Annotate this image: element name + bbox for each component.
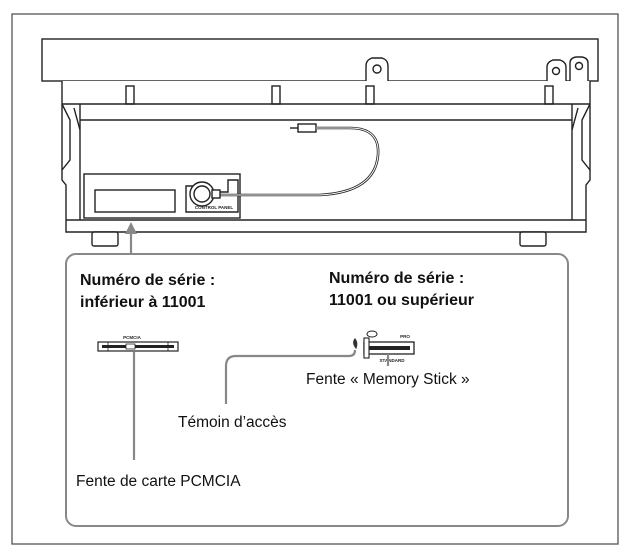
outer-frame (11, 13, 619, 545)
access-indicator-callout: Témoin d’accès (178, 414, 287, 431)
serial-above-line1: Numéro de série : (329, 270, 464, 287)
pro-label: PRO (400, 334, 410, 339)
pcmcia-slot (97, 341, 179, 352)
callout-arrow (125, 222, 137, 254)
memory-stick-slot-callout: Fente « Memory Stick » (306, 371, 470, 388)
leader-lines (132, 349, 390, 460)
access-indicator-icon (353, 337, 358, 350)
serial-below-line2: inférieur à 11001 (80, 294, 206, 311)
callout-box (65, 253, 569, 527)
device-illustration (41, 38, 599, 247)
memory-stick-slot (363, 330, 415, 359)
pcmcia-slot-label: PCMCIA (123, 335, 141, 340)
serial-above-line2: 11001 ou supérieur (329, 292, 474, 309)
serial-below-line1: Numéro de série : (80, 272, 215, 289)
standard-label: STANDARD (380, 358, 406, 363)
pcmcia-slot-callout: Fente de carte PCMCIA (76, 473, 241, 490)
device-label: CONTROL PANEL (195, 205, 234, 210)
